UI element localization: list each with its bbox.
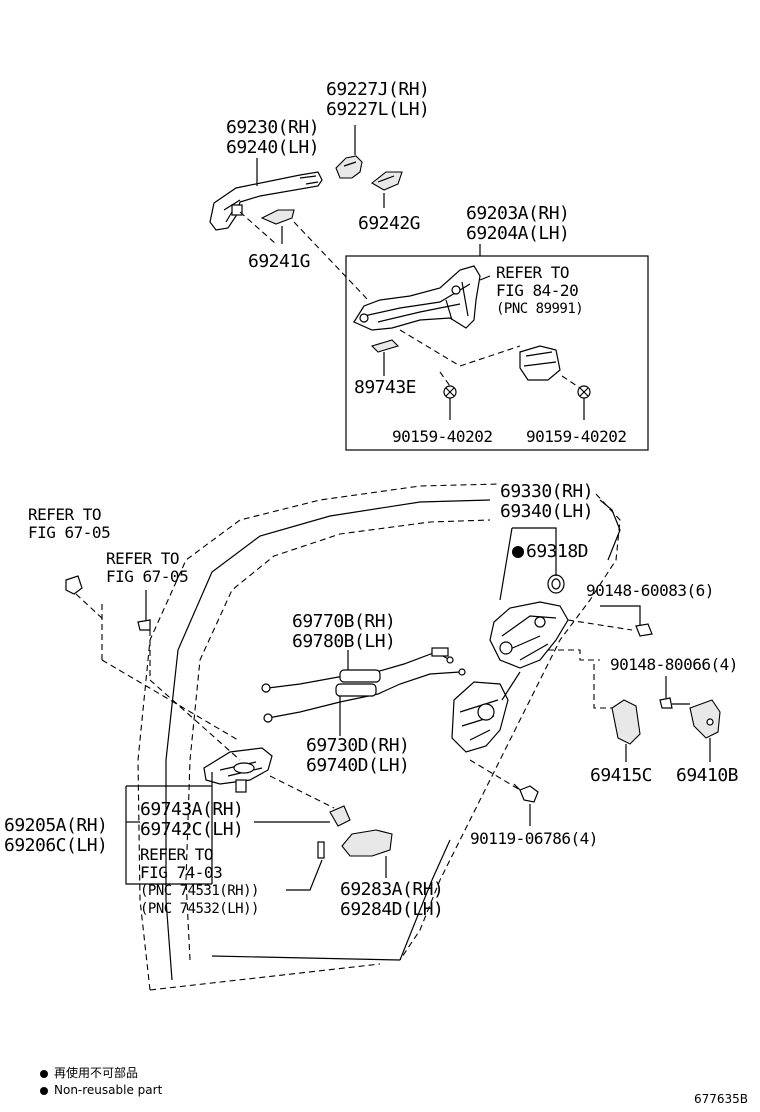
label-line: FIG 74-03	[140, 863, 223, 882]
label-69770: 69770B(RH) 69780B(LH)	[292, 611, 396, 652]
legend-jp: 再使用不可部品	[40, 1064, 138, 1081]
label-line: 69340(LH)	[500, 501, 594, 522]
label-line: 69743A(RH)	[140, 799, 244, 820]
label-text: 69318D	[526, 541, 589, 562]
label-69318d: 69318D	[512, 541, 589, 562]
label-69415c: 69415C	[590, 765, 653, 786]
handle-cap-part	[254, 775, 351, 827]
striker-part	[689, 699, 721, 762]
label-line: 69206C(LH)	[4, 835, 108, 856]
label-line: 69770B(RH)	[292, 611, 396, 632]
label-line: 69230(RH)	[226, 117, 320, 138]
label-69242g: 69242G	[358, 213, 421, 234]
label-line: 69780B(LH)	[292, 631, 396, 652]
label-line: REFER TO	[106, 549, 180, 568]
door-outline	[137, 483, 621, 991]
clip-part	[370, 339, 400, 376]
pad-part	[371, 171, 403, 191]
legend-dot	[40, 1069, 48, 1078]
label-line: 69740D(LH)	[306, 755, 410, 776]
label-69203: 69203A(RH) 69204A(LH)	[466, 203, 570, 244]
label-69230: 69230(RH) 69240(LH)	[226, 117, 320, 158]
assembly-box	[345, 255, 649, 451]
legend-text: 再使用不可部品	[54, 1066, 139, 1080]
label-line: REFER TO	[140, 845, 214, 864]
label-line: (PNC 89991)	[496, 301, 584, 317]
legend-dot	[40, 1086, 48, 1095]
label-90159-left: 90159-40202	[392, 427, 493, 446]
gasket-part	[260, 209, 295, 225]
label-69743: 69743A(RH) 69742C(LH)	[140, 799, 244, 840]
label-line: 69227L(LH)	[326, 99, 430, 120]
door-lock-assembly	[451, 601, 569, 753]
refer-note-67-b: REFER TO FIG 67-05	[106, 549, 189, 586]
bolt-part	[469, 759, 539, 826]
refer-note-67-a: REFER TO FIG 67-05	[28, 505, 111, 542]
figure-id: 677635B	[694, 1092, 749, 1106]
label-line: 69227J(RH)	[326, 79, 430, 100]
grommet-part	[547, 574, 565, 594]
label-90159-right: 90159-40202	[526, 427, 627, 446]
label-69241g: 69241G	[248, 251, 311, 272]
label-line: 69203A(RH)	[466, 203, 570, 224]
screw-part	[137, 590, 151, 631]
inside-handle-part	[203, 747, 273, 793]
label-line: FIG 67-05	[106, 567, 189, 586]
label-69283: 69283A(RH) 69284D(LH)	[340, 879, 444, 920]
label-69330: 69330(RH) 69340(LH)	[500, 481, 594, 522]
outside-handle-part	[209, 171, 323, 231]
bolt-part	[561, 375, 591, 420]
lock-cable-part	[261, 647, 466, 723]
label-line: 69204A(LH)	[466, 223, 570, 244]
label-89743e: 89743E	[354, 377, 417, 398]
handle-cover-part	[335, 155, 363, 179]
label-line: 69240(LH)	[226, 137, 320, 158]
clip-part	[65, 575, 105, 621]
legend-text: Non-reusable part	[54, 1083, 163, 1097]
label-line: (PNC 74531(RH))	[140, 883, 259, 899]
label-69227: 69227J(RH) 69227L(LH)	[326, 79, 430, 120]
label-69410b: 69410B	[676, 765, 739, 786]
label-90148-60083: 90148-60083(6)	[586, 581, 714, 600]
label-69205: 69205A(RH) 69206C(LH)	[4, 815, 108, 856]
label-line: 69330(RH)	[500, 481, 594, 502]
label-line: FIG 84-20	[496, 281, 579, 300]
refer-note-74: REFER TO FIG 74-03 (PNC 74531(RH)) (PNC …	[140, 846, 259, 918]
refer-note-84: REFER TO FIG 84-20 (PNC 89991)	[496, 263, 584, 318]
lock-cover-part	[611, 699, 641, 762]
label-line: 69742C(LH)	[140, 819, 244, 840]
lock-cylinder-part	[519, 345, 561, 381]
label-line: 69283A(RH)	[340, 879, 444, 900]
handle-frame-part	[353, 265, 481, 331]
label-line: 69205A(RH)	[4, 815, 108, 836]
label-90119: 90119-06786(4)	[470, 829, 598, 848]
label-line: 69730D(RH)	[306, 735, 410, 756]
label-line: (PNC 74532(LH))	[140, 901, 259, 917]
non-reusable-marker	[512, 546, 524, 558]
screw-part	[600, 605, 653, 637]
clip-part	[286, 841, 325, 891]
label-line: 69284D(LH)	[340, 899, 444, 920]
label-69730: 69730D(RH) 69740D(LH)	[306, 735, 410, 776]
label-line: REFER TO	[496, 263, 570, 282]
label-90148-80066: 90148-80066(4)	[610, 655, 738, 674]
screw-part	[659, 676, 690, 709]
bolt-part	[439, 371, 457, 420]
label-line: REFER TO	[28, 505, 102, 524]
label-line: FIG 67-05	[28, 523, 111, 542]
bezel-part	[341, 829, 393, 878]
legend-en: Non-reusable part	[40, 1083, 162, 1097]
